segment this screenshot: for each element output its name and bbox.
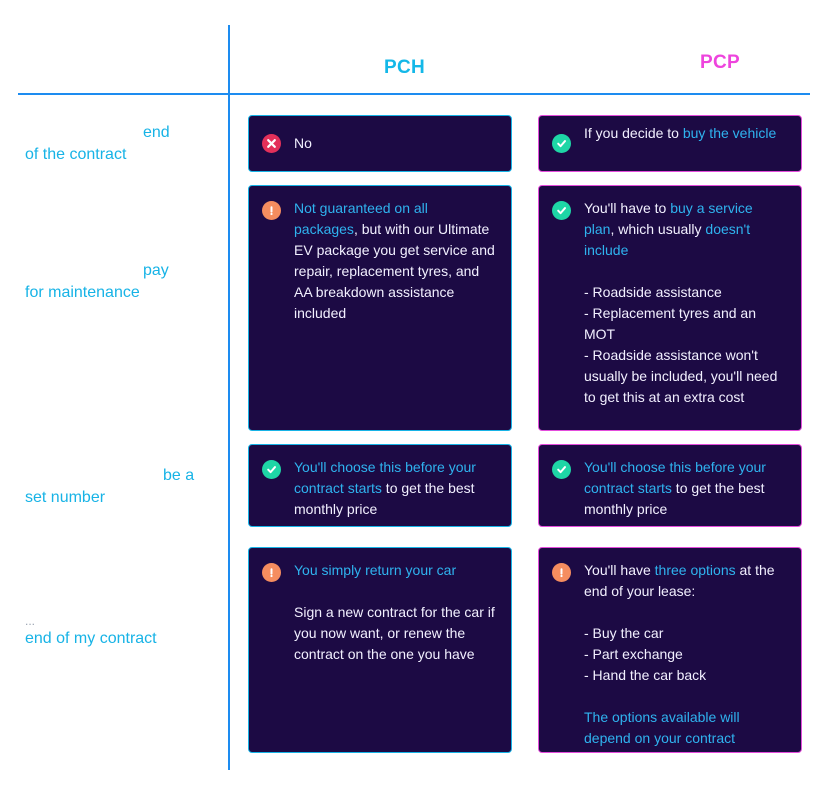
pcp-end-of-my-contract-card: You'll have three options at the end of … — [538, 547, 802, 753]
warning-icon — [262, 201, 281, 220]
check-icon — [552, 134, 571, 153]
pch-set-number-card: You'll choose this before your contract … — [248, 444, 512, 527]
pcp-end-of-contract-card: If you decide to buy the vehicle — [538, 115, 802, 172]
list-item: - Replacement tyres and an MOT — [584, 305, 756, 342]
warning-icon — [262, 563, 281, 582]
doesnt-include-link[interactable]: doesn't include — [584, 221, 751, 258]
column-header-pcp: PCP — [700, 52, 740, 73]
warning-icon — [552, 563, 571, 582]
return-car-link[interactable]: You simply return your car — [294, 562, 457, 578]
not-guaranteed-link[interactable]: Not guaranteed on all packages — [294, 200, 428, 237]
pch-maintenance-card: Not guaranteed on all packages, but with… — [248, 185, 512, 431]
options-available-note: The options available will depend on you… — [584, 709, 740, 746]
list-item: - Roadside assistance won't usually be i… — [584, 347, 778, 405]
check-icon — [552, 460, 571, 479]
check-icon — [552, 201, 571, 220]
row-label-set-number: be a set number — [25, 467, 195, 506]
check-icon — [262, 460, 281, 479]
list-item: - Buy the car — [584, 625, 664, 641]
three-options-link[interactable]: three options — [654, 562, 736, 578]
row-label-end-of-my-contract: ... end of my contract — [25, 614, 157, 647]
column-header-pch: PCH — [384, 57, 426, 78]
buy-the-vehicle-link[interactable]: buy the vehicle — [682, 125, 777, 141]
column-divider — [228, 25, 230, 770]
list-item: - Hand the car back — [584, 667, 707, 683]
buy-service-plan-link[interactable]: buy a service plan — [584, 200, 753, 237]
list-item: - Part exchange — [584, 646, 683, 662]
choose-before-contract-link[interactable]: You'll choose this before your contract … — [294, 459, 476, 496]
pch-end-of-my-contract-card: You simply return your car Sign a new co… — [248, 547, 512, 753]
pcp-maintenance-card: You'll have to buy a service plan, which… — [538, 185, 802, 431]
choose-before-contract-link[interactable]: You'll choose this before your contract … — [584, 459, 766, 496]
pcp-set-number-card: You'll choose this before your contract … — [538, 444, 802, 527]
pch-end-body: Sign a new contract for the car if you n… — [294, 604, 495, 662]
list-item: - Roadside assistance — [584, 284, 722, 300]
row-label-maintenance: pay for maintenance — [25, 262, 169, 301]
row-label-end-of-contract: end of the contract — [25, 124, 170, 163]
header-divider — [18, 93, 810, 95]
pch-end-of-contract-card: No — [248, 115, 512, 172]
cross-icon — [262, 134, 281, 153]
